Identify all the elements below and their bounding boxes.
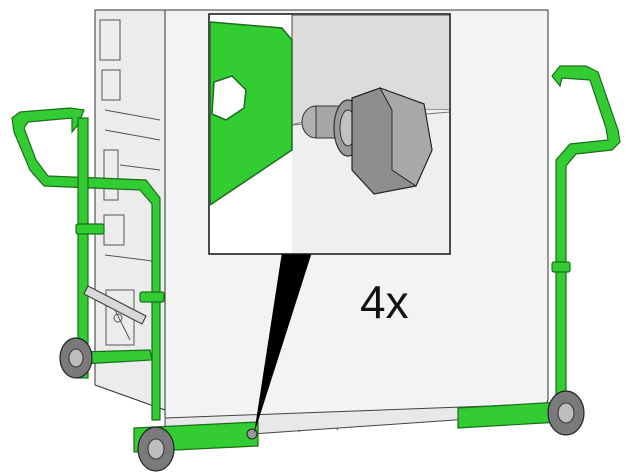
wheel-left-rear [59,337,93,379]
left-post [77,117,89,379]
left-handle [11,107,161,421]
wheels [59,337,585,472]
wheel-right-front [547,390,585,436]
wheel-left-front [137,426,175,472]
rail-bolt-icon [246,428,258,440]
right-clamp [551,261,571,273]
callout-pointer [254,252,312,434]
inset-green-block [210,21,293,206]
quantity-label: 4x [360,276,409,328]
transport-frame [11,65,621,453]
detail-inset [208,13,451,255]
right-handle [551,65,621,401]
left-clamp-upper [75,223,105,235]
inset-slot [211,75,247,121]
left-clamp-lower [139,291,165,303]
hex-bolt-icon [301,87,433,195]
strip-marks [297,427,339,433]
left-brace [83,285,147,325]
